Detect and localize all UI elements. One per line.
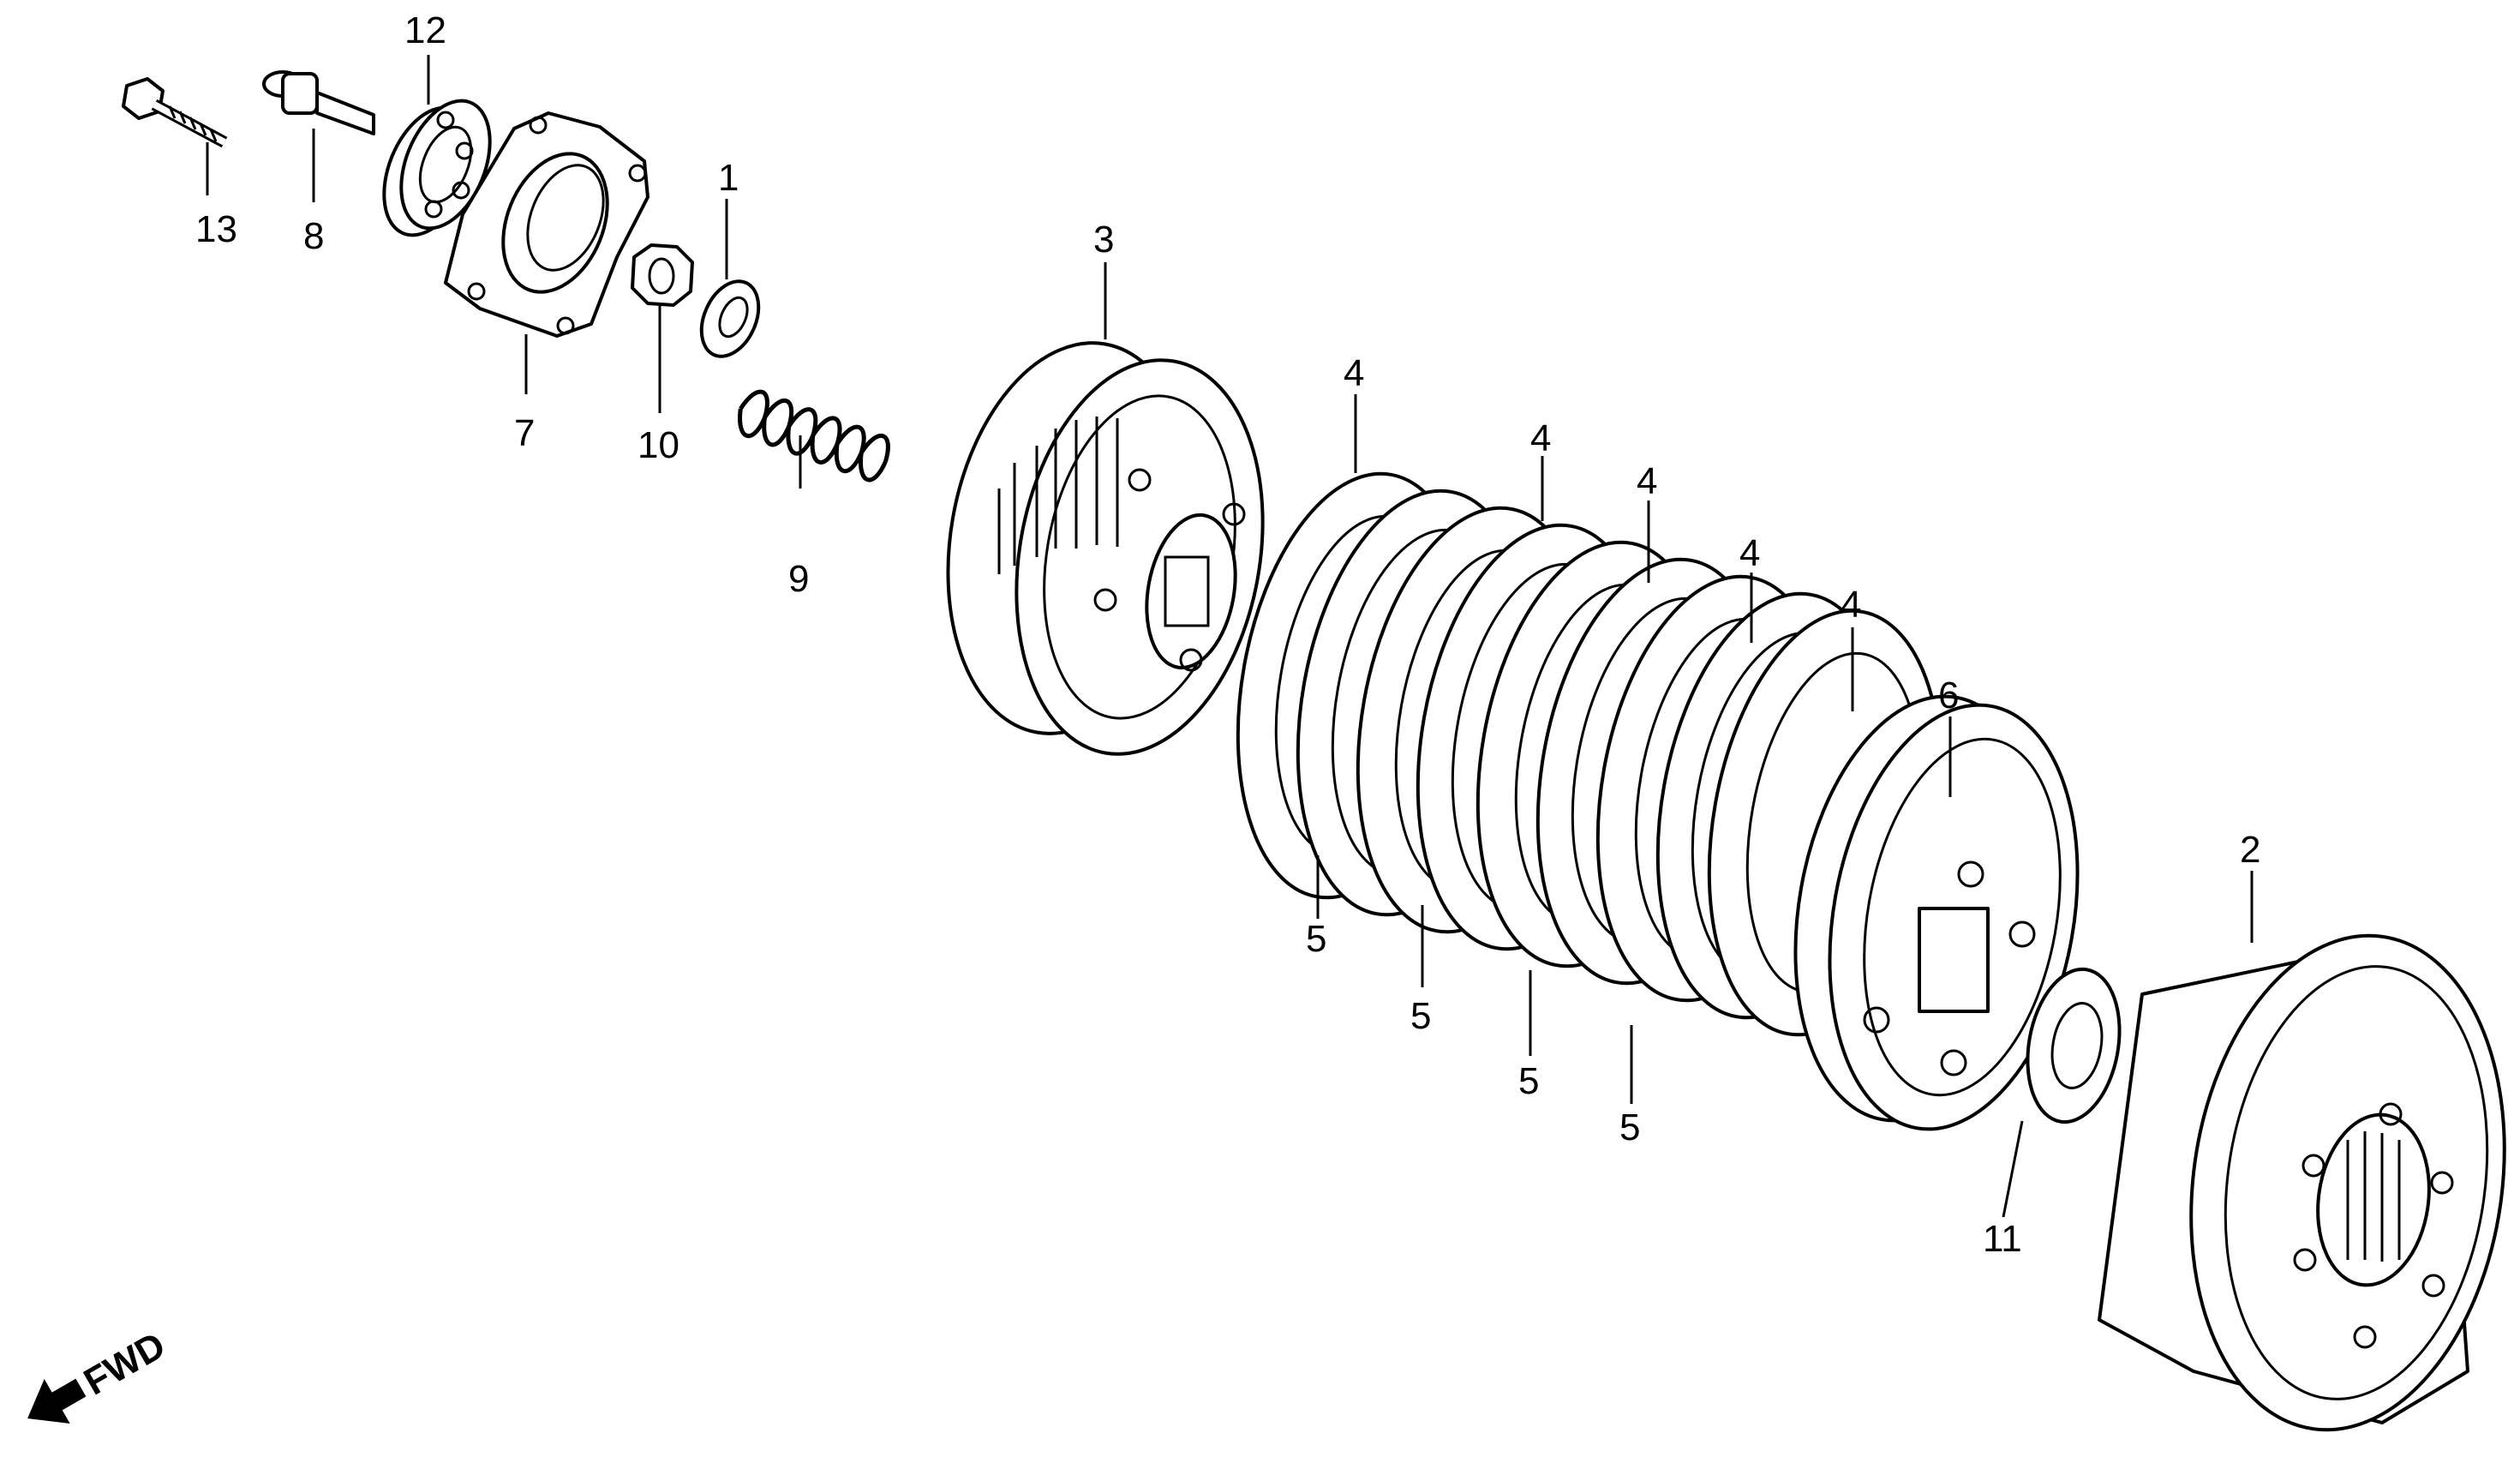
part-10-nut (631, 243, 694, 307)
callout-4c: 4 (1637, 460, 1657, 502)
callout-13: 13 (195, 208, 237, 250)
fwd-label: FWD (77, 1324, 172, 1404)
part-3-clutch-center (946, 341, 1265, 756)
callout-7: 7 (514, 412, 535, 454)
part-2-clutch-outer (2098, 933, 2506, 1432)
callout-3: 3 (1093, 219, 1114, 261)
leader-lines (206, 55, 2254, 1218)
callout-5c: 5 (1518, 1060, 1539, 1102)
part-9-spring (738, 389, 890, 483)
part-11-lock-washer (2026, 967, 2122, 1124)
callout-6: 6 (1938, 675, 1959, 717)
fwd-direction-indicator: FWD (27, 1324, 172, 1424)
part-13-bolt (122, 77, 228, 148)
part-12-bearing (382, 99, 492, 237)
callout-4b: 4 (1530, 417, 1551, 459)
part-8-pin (262, 70, 375, 135)
callout-11: 11 (1983, 1218, 2022, 1260)
callout-8: 8 (303, 215, 324, 257)
callout-4a: 4 (1344, 352, 1364, 394)
callout-5b: 5 (1410, 995, 1431, 1037)
callout-4d: 4 (1739, 532, 1760, 574)
part-1-washer (699, 279, 761, 358)
callout-4e: 4 (1841, 584, 1861, 626)
callout-labels: 13 8 12 7 10 1 9 3 4 4 4 4 4 6 5 5 5 5 1… (195, 9, 2260, 1260)
callout-12: 12 (404, 9, 446, 51)
callout-1: 1 (718, 157, 739, 199)
fwd-arrow-icon (27, 1378, 87, 1424)
callout-5d: 5 (1619, 1106, 1640, 1148)
callout-10: 10 (637, 424, 679, 466)
part-7-lifter-plate (444, 111, 649, 338)
callout-9: 9 (788, 558, 809, 600)
callout-2: 2 (2240, 829, 2260, 871)
part-6-pressure-plate (1793, 694, 2080, 1131)
callout-5a: 5 (1306, 918, 1326, 960)
